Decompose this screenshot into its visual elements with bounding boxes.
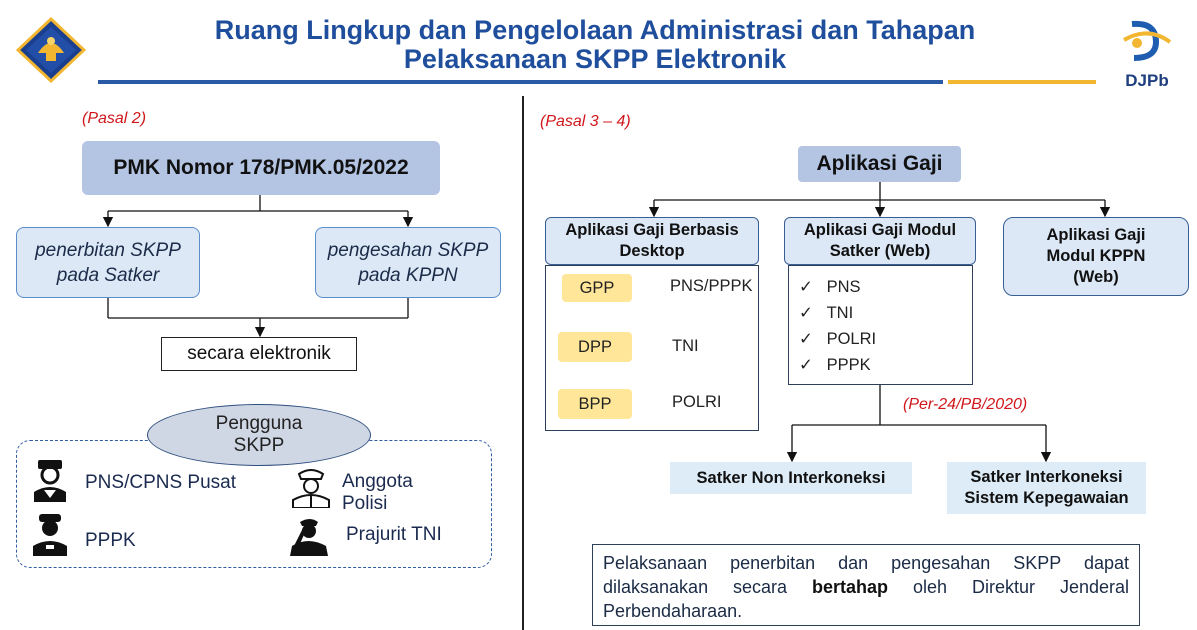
page-title: Ruang Lingkup dan Pengelolaan Administra… <box>130 16 1060 74</box>
soldier-salute-icon <box>288 516 330 561</box>
penerbitan-line-2: pada Satker <box>56 264 160 286</box>
satker-web-line-2: Satker (Web) <box>829 242 931 260</box>
user-polisi-line-2: Polisi <box>342 493 388 514</box>
djpb-logo: DJPb <box>1112 18 1182 90</box>
satker-web-box: Aplikasi Gaji Modul Satker (Web) <box>784 217 976 265</box>
satker-interkoneksi: Satker Interkoneksi Sistem Kepegawaian <box>947 462 1146 514</box>
djpb-logo-text: DJPb <box>1125 71 1169 90</box>
section-divider <box>522 96 524 630</box>
aplikasi-gaji-box: Aplikasi Gaji <box>798 146 961 182</box>
left-pasal-ref: (Pasal 2) <box>82 110 147 127</box>
satker-item: ✓ PNS <box>799 278 861 296</box>
pengesahan-box: pengesahan SKPP pada KPPN <box>315 227 501 298</box>
title-underline-blue <box>98 80 943 84</box>
desktop-item-code: GPP <box>562 274 632 302</box>
user-tni-label: Prajurit TNI <box>346 524 442 545</box>
right-pasal-ref: (Pasal 3 – 4) <box>540 113 631 130</box>
satker-non-interkoneksi: Satker Non Interkoneksi <box>670 462 912 494</box>
penerbitan-line-1: penerbitan SKPP <box>35 239 181 261</box>
desktop-app-line-2: Desktop <box>619 242 685 260</box>
kppn-web-line-2: Modul KPPN <box>1046 247 1146 265</box>
title-underline-gold <box>948 80 1096 84</box>
user-polisi-line-1: Anggota <box>342 471 413 492</box>
page-title-line-2: Pelaksanaan SKPP Elektronik <box>403 44 787 74</box>
desktop-item-target: POLRI <box>672 393 722 411</box>
desktop-app-box: Aplikasi Gaji Berbasis Desktop <box>545 217 759 265</box>
satker-item: ✓ POLRI <box>799 330 877 348</box>
implementation-note: Pelaksanaan penerbitan dan pengesahan SK… <box>592 544 1140 626</box>
electronic-box: secara elektronik <box>161 337 357 371</box>
user-pppk-label: PPPK <box>85 530 136 551</box>
per-ref: (Per-24/PB/2020) <box>903 396 1028 413</box>
pmk-box: PMK Nomor 178/PMK.05/2022 <box>82 141 440 195</box>
satker-items-box: ✓ PNS ✓ TNI ✓ POLRI ✓ PPPK <box>788 265 973 385</box>
desktop-item-target: PNS/PPPK <box>670 277 753 295</box>
users-title-line-1: Pengguna <box>215 413 303 434</box>
users-title-line-2: SKPP <box>233 435 285 456</box>
penerbitan-box: penerbitan SKPP pada Satker <box>16 227 200 298</box>
satker-item: ✓ PPPK <box>799 356 871 374</box>
desktop-item-code: DPP <box>558 332 632 362</box>
satker-interkoneksi-line-2: Sistem Kepegawaian <box>964 489 1129 507</box>
police-icon <box>290 466 332 513</box>
users-oval: Pengguna SKPP <box>147 404 371 466</box>
user-polisi-label: Anggota Polisi <box>342 471 413 515</box>
pengesahan-line-2: pada KPPN <box>358 264 458 286</box>
user-pns-label: PNS/CPNS Pusat <box>85 472 236 493</box>
desktop-item-target: TNI <box>672 337 699 355</box>
page-title-line-1: Ruang Lingkup dan Pengelolaan Administra… <box>214 15 976 45</box>
pengesahan-line-1: pengesahan SKPP <box>327 239 489 261</box>
satker-item: ✓ TNI <box>799 304 854 322</box>
kppn-web-line-1: Aplikasi Gaji <box>1046 226 1146 244</box>
kppn-web-box: Aplikasi Gaji Modul KPPN (Web) <box>1003 217 1189 296</box>
kemenkeu-logo <box>15 16 87 84</box>
kppn-web-line-3: (Web) <box>1073 268 1119 286</box>
civil-servant-icon <box>30 458 70 507</box>
satker-web-line-1: Aplikasi Gaji Modul <box>803 221 957 239</box>
desktop-app-line-1: Aplikasi Gaji Berbasis <box>565 221 739 239</box>
pppk-icon <box>30 512 70 561</box>
desktop-item-code: BPP <box>558 389 632 419</box>
note-emphasis: bertahap <box>812 577 889 597</box>
satker-interkoneksi-line-1: Satker Interkoneksi <box>970 468 1123 486</box>
